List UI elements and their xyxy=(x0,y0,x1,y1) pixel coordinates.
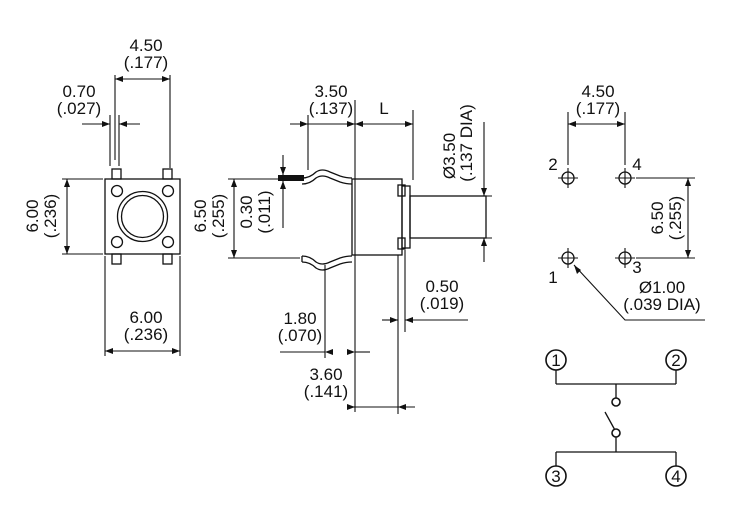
side-body xyxy=(351,178,403,256)
corner-circle xyxy=(110,184,124,198)
dim-label: 6.00 xyxy=(129,308,162,327)
dim-label: (.137 DIA) xyxy=(457,104,476,181)
top-view: 4.50 (.177) 0.70 (.027) 6.00 (.236) 6.00… xyxy=(23,36,181,356)
plunger-outer xyxy=(116,190,169,243)
schematic-pin-label: 3 xyxy=(551,467,560,486)
dim-label: 6.50 xyxy=(648,201,667,234)
side-view: 3.50 (.137) L Ø3.50 (.137 DIA) 6.50 (.25… xyxy=(191,82,492,414)
pin-label: 3 xyxy=(632,258,641,277)
dim-label: (.027) xyxy=(57,99,101,118)
dim-label: 4.50 xyxy=(129,36,162,55)
footprint-hole xyxy=(558,168,578,188)
dim-label: (.236) xyxy=(41,194,60,238)
side-body-step xyxy=(401,185,411,249)
dim-label: 4.50 xyxy=(581,82,614,101)
dim-label: 6.50 xyxy=(191,199,210,232)
lead-top-left xyxy=(111,168,122,180)
lead-tip xyxy=(278,175,304,181)
dim-label: L xyxy=(379,99,388,118)
pin-circle xyxy=(545,465,567,487)
pin-label: 1 xyxy=(548,268,557,287)
dim-label: 0.70 xyxy=(62,82,95,101)
schematic-pin-label: 2 xyxy=(671,351,680,370)
dim-label: (.236) xyxy=(124,325,168,344)
footprint-hole xyxy=(615,248,635,268)
footprint-hole xyxy=(558,248,578,268)
corner-circle xyxy=(161,184,175,198)
dim-label: 1.80 xyxy=(283,309,316,328)
dim-label: (.177) xyxy=(124,53,168,72)
dim-label: (.011) xyxy=(255,190,274,233)
lead-bottom-left xyxy=(111,253,122,265)
switch-body-outline xyxy=(104,178,181,255)
side-plunger xyxy=(409,195,487,239)
dim-label: (.177) xyxy=(576,99,620,118)
lead-bottom-right xyxy=(162,253,173,265)
dim-label: 0.30 xyxy=(237,195,256,228)
dim-label: (.019) xyxy=(420,294,464,313)
dim-label: 3.60 xyxy=(309,365,342,384)
schematic-pin-label: 1 xyxy=(551,351,560,370)
dim-label: (.255) xyxy=(666,196,685,240)
dim-label: 0.50 xyxy=(425,277,458,296)
pin-circle xyxy=(545,349,567,371)
pin-circle xyxy=(665,465,687,487)
dim-label: (.255) xyxy=(209,194,228,238)
pin-label: 2 xyxy=(548,155,557,174)
pin-circle xyxy=(665,349,687,371)
contact-dot xyxy=(611,428,621,438)
pcb-footprint: 2 4 1 3 4.50 (.177) 6.50 (.255) Ø1.00 (.… xyxy=(548,82,705,321)
contact-dot xyxy=(611,397,621,407)
switch-schematic: 1 2 3 4 xyxy=(545,349,687,487)
dim-label: (.137) xyxy=(309,99,353,118)
dim-label: (.141) xyxy=(304,382,348,401)
dim-label: 6.00 xyxy=(23,199,42,232)
corner-circle xyxy=(161,235,175,249)
schematic-pin-label: 4 xyxy=(671,467,680,486)
plunger-inner xyxy=(120,194,165,239)
corner-circle xyxy=(110,235,124,249)
dim-label: Ø1.00 xyxy=(639,278,685,297)
footprint-hole xyxy=(615,168,635,188)
dim-label: (.070) xyxy=(278,326,322,345)
dim-label: Ø3.50 xyxy=(440,133,459,179)
pin-label: 4 xyxy=(632,155,641,174)
dim-label: (.039 DIA) xyxy=(623,295,700,314)
lead-top-right xyxy=(162,168,173,180)
dim-label: 3.50 xyxy=(314,82,347,101)
